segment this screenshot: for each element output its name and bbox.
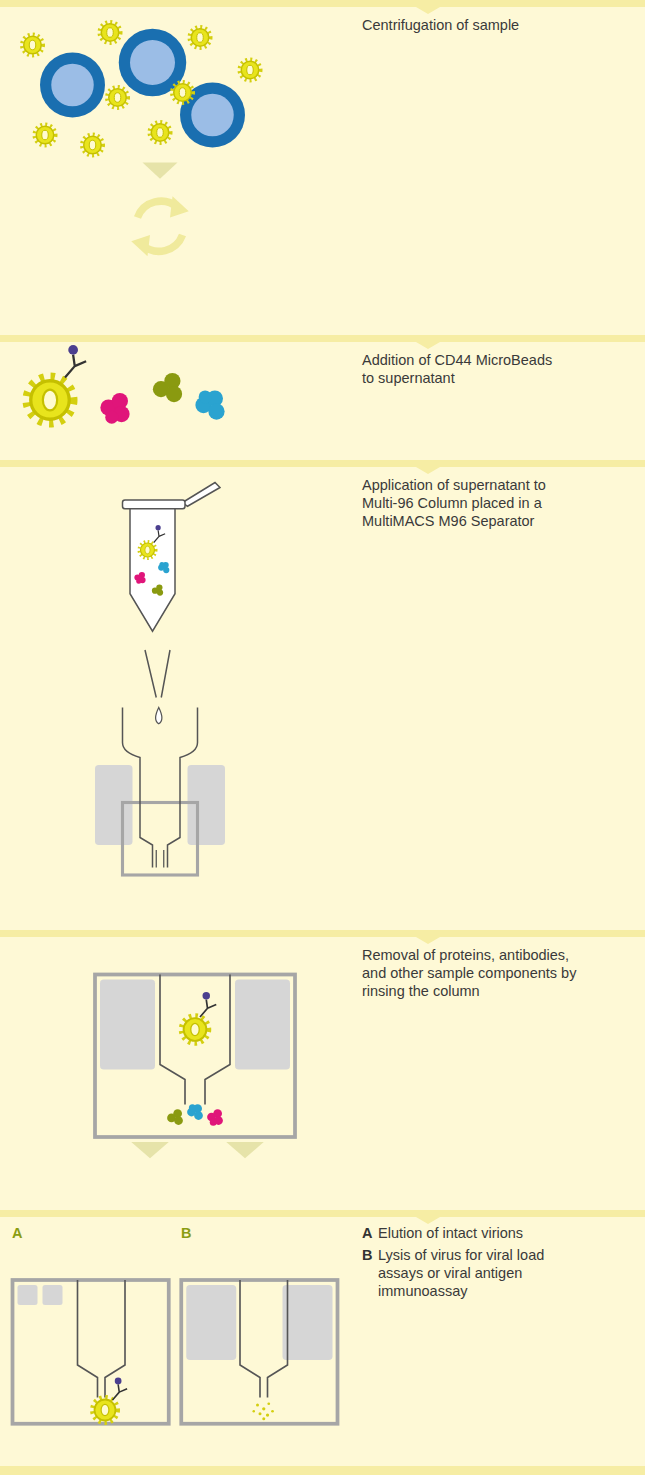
step-text: Elution of intact virions <box>378 1224 618 1242</box>
centrifugation-figure <box>22 22 261 256</box>
text-slot: Application of supernatant to Multi-96 C… <box>362 476 547 530</box>
text-slot: B <box>362 1246 376 1264</box>
microbeads-figure <box>27 345 225 424</box>
step-text: Removal of proteins, antibodies, and oth… <box>362 946 587 1000</box>
step-text: Lysis of virus for viral load assays or … <box>378 1246 583 1300</box>
panel-letter: B <box>181 1224 211 1242</box>
step-band: Addition of CD44 MicroBeads to supernata… <box>0 335 645 460</box>
step-text: Application of supernatant to Multi-96 C… <box>362 476 547 530</box>
text-slot: Elution of intact virions <box>378 1224 618 1242</box>
panel-letter: A <box>12 1224 42 1242</box>
step-band: Removal of proteins, antibodies, and oth… <box>0 930 645 1210</box>
step-band: ABAElution of intact virionsBLysis of vi… <box>0 1210 645 1466</box>
text-slot: A <box>362 1224 376 1242</box>
step-text: Centrifugation of sample <box>362 16 622 34</box>
item-letter: B <box>362 1246 376 1264</box>
elution-figure <box>13 1280 338 1424</box>
step-band: Application of supernatant to Multi-96 C… <box>0 460 645 930</box>
column-figure <box>95 483 225 876</box>
step-text: Addition of CD44 MicroBeads to supernata… <box>362 351 567 387</box>
text-slot: A <box>12 1224 42 1242</box>
text-slot: Addition of CD44 MicroBeads to supernata… <box>362 351 567 387</box>
text-slot: Removal of proteins, antibodies, and oth… <box>362 946 587 1000</box>
rinse-figure <box>95 975 295 1159</box>
text-slot: B <box>181 1224 211 1242</box>
item-letter: A <box>362 1224 376 1242</box>
step-band: Centrifugation of sample <box>0 0 645 335</box>
text-slot: Lysis of virus for viral load assays or … <box>378 1246 583 1300</box>
text-slot: Centrifugation of sample <box>362 16 622 34</box>
